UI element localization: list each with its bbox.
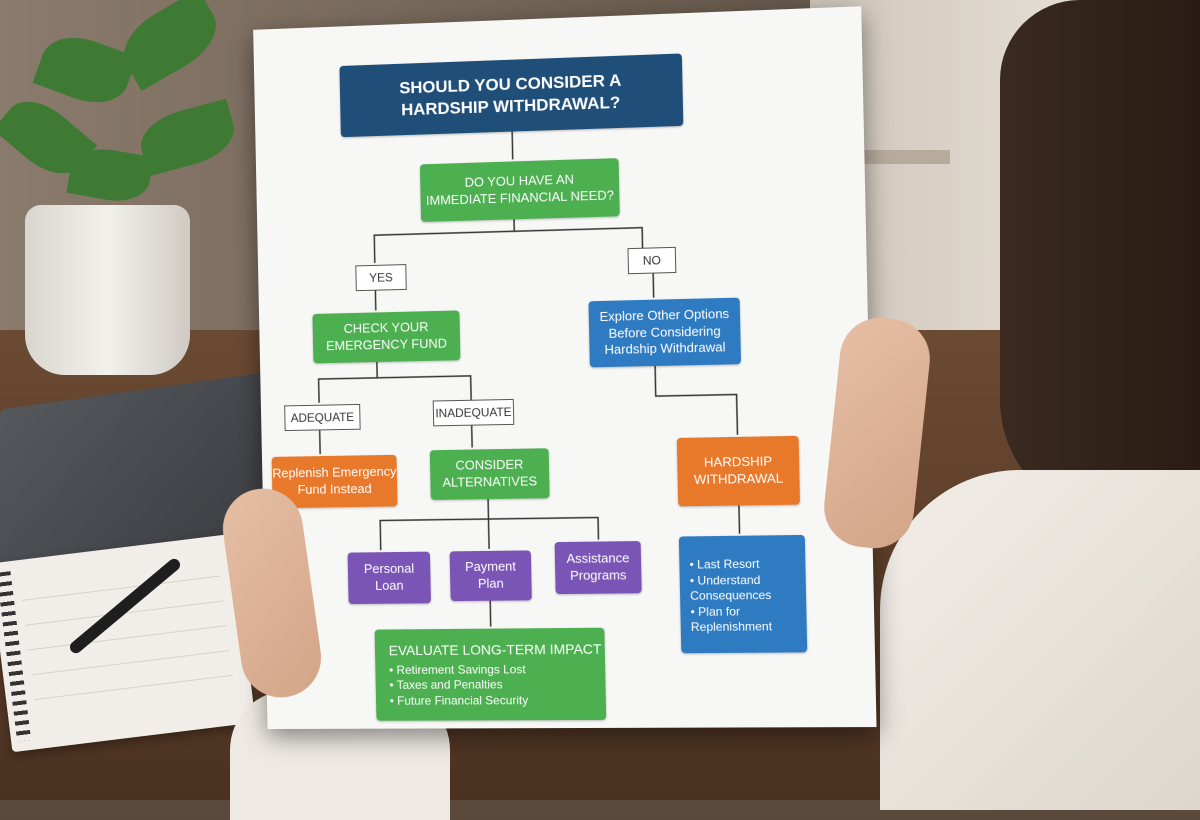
assistance-line: Programs — [570, 567, 627, 585]
notebook-line — [28, 625, 227, 650]
consider-line: ALTERNATIVES — [442, 473, 537, 491]
explore-options-box: Explore Other Options Before Considering… — [588, 298, 741, 368]
last-resort-item: Plan for Replenishment — [690, 604, 807, 636]
hardship-withdrawal-box: HARDSHIP WITHDRAWAL — [677, 436, 800, 507]
notebook-line — [22, 576, 221, 601]
payment-plan-box: Payment Plan — [450, 550, 532, 601]
connector-line — [318, 362, 377, 403]
check-fund-line: CHECK YOUR — [344, 319, 429, 338]
last-resort-list: Last Resort Understand Consequences Plan… — [689, 556, 807, 636]
notebook-line — [31, 650, 230, 675]
connector-line — [377, 376, 471, 402]
connector-line — [490, 601, 491, 627]
replenish-line: Fund Instead — [297, 481, 371, 499]
consider-line: CONSIDER — [455, 457, 523, 475]
assistance-programs-box: Assistance Programs — [555, 541, 642, 594]
evaluate-title: EVALUATE LONG-TERM IMPACT — [389, 639, 602, 659]
hardship-line: WITHDRAWAL — [694, 470, 784, 488]
hardship-line: HARDSHIP — [704, 454, 773, 472]
notebook — [0, 534, 256, 752]
last-resort-item: Understand Consequences — [690, 572, 807, 605]
question-line: IMMEDIATE FINANCIAL NEED? — [426, 187, 614, 209]
person-sweater — [880, 470, 1200, 810]
evaluate-list: Retirement Savings Lost Taxes and Penalt… — [389, 662, 528, 709]
check-fund-line: EMERGENCY FUND — [326, 336, 447, 355]
no-label: NO — [627, 247, 676, 274]
question-box: DO YOU HAVE AN IMMEDIATE FINANCIAL NEED? — [420, 158, 620, 222]
person-hair — [1000, 0, 1200, 520]
connector-line — [514, 228, 642, 252]
connector-line — [655, 364, 737, 436]
adequate-label: ADEQUATE — [284, 404, 360, 431]
last-resort-box: Last Resort Understand Consequences Plan… — [679, 535, 807, 653]
connector-line — [739, 505, 740, 533]
evaluate-impact-box: EVALUATE LONG-TERM IMPACT Retirement Sav… — [375, 628, 607, 721]
payment-line: Payment — [465, 559, 516, 576]
flowchart-paper: SHOULD YOU CONSIDER A HARDSHIP WITHDRAWA… — [253, 6, 876, 729]
connector-line — [653, 272, 654, 298]
connector-line — [320, 426, 321, 454]
replenish-line: Replenish Emergency — [272, 464, 396, 483]
evaluate-item: Taxes and Penalties — [389, 678, 528, 694]
personal-line: Loan — [375, 578, 404, 595]
consider-alternatives-box: CONSIDER ALTERNATIVES — [430, 448, 550, 500]
inadequate-label: INADEQUATE — [433, 399, 515, 426]
connector-line — [512, 130, 513, 160]
assistance-line: Assistance — [566, 550, 629, 568]
evaluate-item: Retirement Savings Lost — [389, 662, 528, 678]
connector-line — [374, 219, 515, 263]
yes-label: YES — [355, 264, 406, 291]
payment-line: Plan — [478, 576, 504, 593]
evaluate-item: Future Financial Security — [390, 693, 529, 709]
plant-pot — [25, 205, 190, 375]
last-resort-item: Last Resort — [689, 556, 805, 573]
connector-line — [488, 519, 489, 549]
personal-line: Personal — [364, 561, 415, 578]
explore-line: Hardship Withdrawal — [604, 340, 725, 360]
notebook-line — [34, 675, 233, 700]
check-fund-box: CHECK YOUR EMERGENCY FUND — [312, 310, 460, 363]
title-box: SHOULD YOU CONSIDER A HARDSHIP WITHDRAWA… — [339, 53, 683, 137]
connector-line — [488, 518, 598, 541]
personal-loan-box: Personal Loan — [348, 552, 431, 604]
